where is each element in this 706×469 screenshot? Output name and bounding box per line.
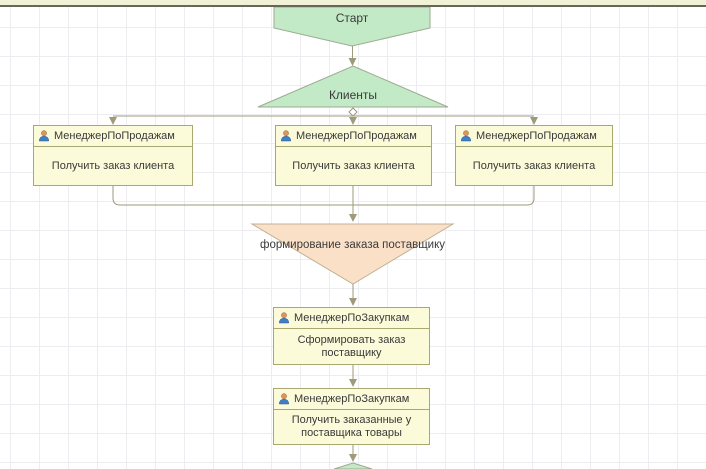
arrowhead-icon (349, 379, 357, 387)
task-box-get-client-order-1[interactable]: МенеджерПоПродажам Получить заказ клиент… (33, 125, 193, 186)
task-box-get-client-order-3[interactable]: МенеджерПоПродажам Получить заказ клиент… (455, 125, 613, 186)
arrowhead-icon (349, 454, 357, 462)
task-role: МенеджерПоПродажам (54, 130, 175, 142)
person-icon (39, 130, 49, 142)
branch-connector[interactable] (113, 107, 534, 117)
task-role: МенеджерПоПродажам (476, 130, 597, 142)
task-role: МенеджерПоЗакупкам (294, 312, 410, 324)
task-header: МенеджерПоЗакупкам (274, 308, 429, 329)
arrowhead-icon (349, 298, 357, 306)
task-header: МенеджерПоПродажам (34, 126, 192, 147)
arrowhead-icon (349, 117, 357, 125)
task-header: МенеджерПоПродажам (276, 126, 431, 147)
arrowhead-icon (349, 214, 357, 222)
task-action: Получить заказ клиента (51, 159, 175, 172)
task-action: Получить заказ клиента (472, 159, 596, 172)
merge-shape[interactable] (250, 223, 455, 285)
task-action: Получить заказанные у поставщика товары (291, 414, 412, 439)
task-box-get-client-order-2[interactable]: МенеджерПоПродажам Получить заказ клиент… (275, 125, 432, 186)
connection-point-icon (348, 107, 358, 117)
task-header: МенеджерПоЗакупкам (274, 389, 429, 410)
task-role: МенеджерПоПродажам (296, 130, 417, 142)
person-icon (461, 130, 471, 142)
arrowhead-icon (530, 117, 538, 125)
task-action: Получить заказ клиента (292, 159, 415, 172)
merge-connector[interactable] (112, 186, 535, 214)
start-shape[interactable] (273, 6, 431, 47)
arrowhead-icon (109, 117, 117, 125)
person-icon (281, 130, 291, 142)
task-box-form-supplier-order[interactable]: МенеджерПоЗакупкам Сформировать заказ по… (273, 307, 430, 365)
task-action: Сформировать заказ поставщику (297, 333, 406, 359)
task-box-receive-supplier-goods[interactable]: МенеджерПоЗакупкам Получить заказанные у… (273, 388, 430, 445)
condition-clients-shape[interactable] (257, 65, 449, 108)
task-header: МенеджерПоПродажам (456, 126, 612, 147)
arrowhead-icon (348, 58, 357, 66)
top-panel-edge (0, 0, 706, 7)
person-icon (279, 393, 289, 405)
task-role: МенеджерПоЗакупкам (294, 393, 410, 405)
person-icon (279, 312, 289, 324)
next-shape-tip[interactable] (333, 462, 373, 469)
